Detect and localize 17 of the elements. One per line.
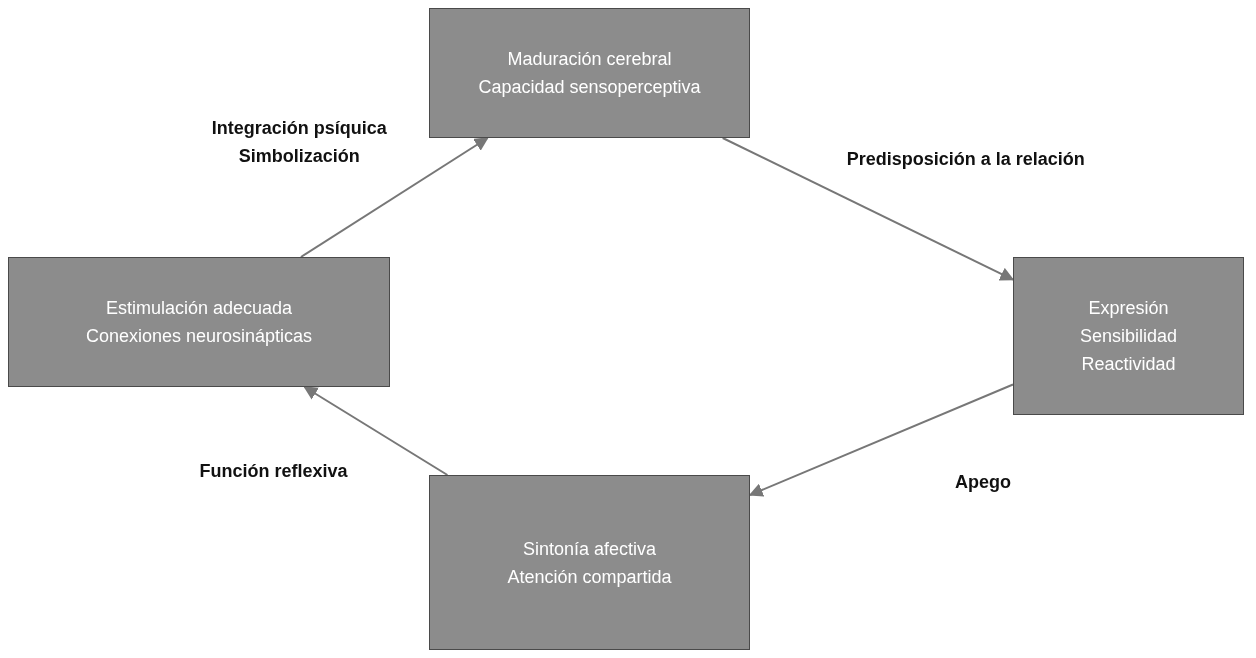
- box-text: Sintonía afectiva: [522, 537, 657, 561]
- process-box: [8, 257, 390, 387]
- box-text: Reactividad: [1081, 353, 1176, 376]
- box-text: Expresión: [1088, 297, 1169, 320]
- box-text: Maduración cerebral: [507, 48, 672, 71]
- box-text: Conexiones neurosinápticas: [85, 325, 313, 348]
- box-text: Atención compartida: [507, 565, 672, 589]
- arrow: [748, 383, 1014, 497]
- arrow: [721, 137, 1015, 281]
- arrow: [299, 137, 489, 258]
- process-box: [1013, 257, 1244, 415]
- arrow: [303, 386, 449, 476]
- box-text: Estimulación adecuada: [105, 297, 293, 320]
- box-text: Capacidad sensoperceptiva: [478, 76, 701, 99]
- process-box: [429, 8, 750, 138]
- box-text: Sensibilidad: [1079, 325, 1178, 348]
- process-box: [429, 475, 750, 650]
